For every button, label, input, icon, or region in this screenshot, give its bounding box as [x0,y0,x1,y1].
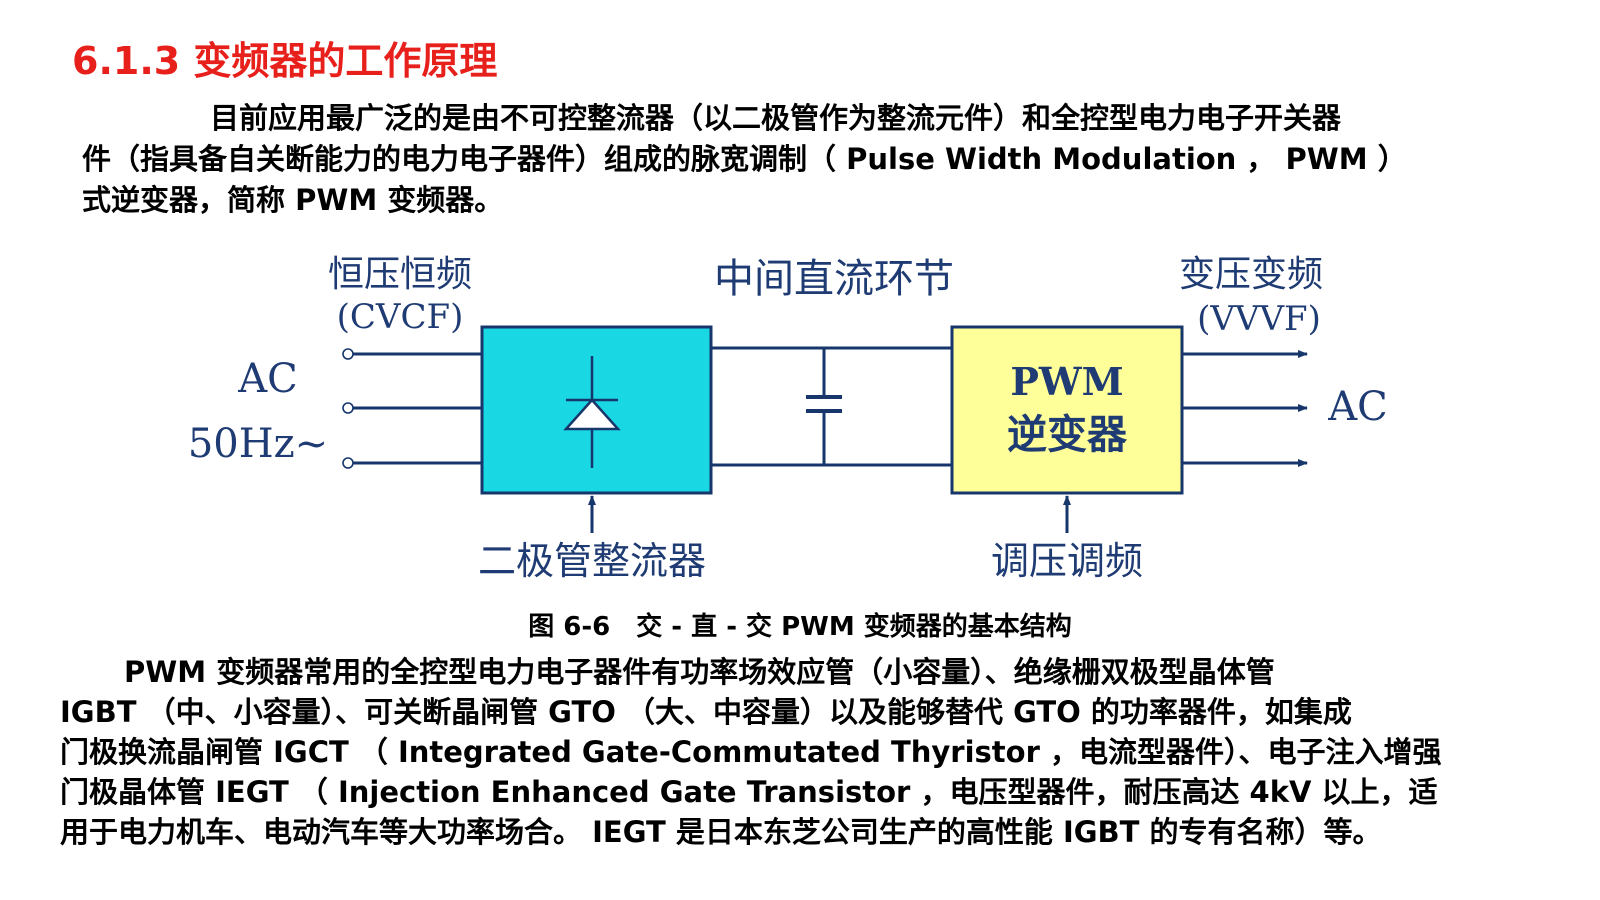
inverter-label-pwm: PWM [1010,359,1123,404]
pwm-converter-diagram: PWM 逆变器 恒压恒频 (CVCF) AC 50Hz~ 中间直流环节 变压变频… [188,254,1388,583]
control-arrows [588,495,1071,533]
section-title: 6.1.3 变频器的工作原理 [72,39,498,83]
intro-line: 件（指具备自关断能力的电力电子器件）组成的脉宽调制（ Pulse Width M… [82,142,1407,176]
ac-input-label: AC [237,356,298,402]
figure-caption: 图 6-6 交 - 直 - 交 PWM 变频器的基本结构 [528,612,1072,642]
body-line: 门极换流晶闸管 IGCT （ Integrated Gate-Commutate… [60,735,1442,769]
device-paragraph: PWM 变频器常用的全控型电力电子器件有功率场效应管（小容量）、绝缘栅双极型晶体… [60,652,1560,852]
output-arrows [1182,350,1308,467]
dc-link-label: 中间直流环节 [714,256,954,302]
intro-paragraph: 目前应用最广泛的是由不可控整流器（以二极管作为整流元件）和全控型电力电子开关器 … [82,98,1522,221]
input-label-cvcf: (CVCF) [337,297,464,337]
rectifier-label: 二极管整流器 [478,539,706,583]
inverter-label-name: 逆变器 [1007,411,1128,458]
body-line: IGBT （中、小容量）、可关断晶闸管 GTO （大、中容量）以及能够替代 GT… [60,695,1352,729]
input-label-cvcf-cn: 恒压恒频 [328,254,472,295]
capacitor-symbol [806,395,842,413]
body-line: 门极晶体管 IEGT （ Injection Enhanced Gate Tra… [60,775,1438,809]
ac-output-label: AC [1327,384,1388,430]
diode-symbol [563,356,621,468]
output-label-vvvf-cn: 变压变频 [1179,254,1323,295]
body-line: PWM 变频器常用的全控型电力电子器件有功率场效应管（小容量）、绝缘栅双极型晶体… [124,655,1275,689]
pwm-inverter-block [950,325,1184,495]
output-label-vvvf: (VVVF) [1197,299,1321,339]
input-lines [342,348,482,469]
control-label: 调压调频 [991,539,1143,583]
intro-line: 式逆变器，简称 PWM 变频器。 [82,183,504,217]
ac-input-frequency: 50Hz~ [188,421,328,467]
body-line: 用于电力机车、电动汽车等大功率场合。 IEGT 是日本东芝公司生产的高性能 IG… [60,815,1382,849]
dc-link-lines [711,346,952,467]
intro-line: 目前应用最广泛的是由不可控整流器（以二极管作为整流元件）和全控型电力电子开关器 [210,101,1342,135]
